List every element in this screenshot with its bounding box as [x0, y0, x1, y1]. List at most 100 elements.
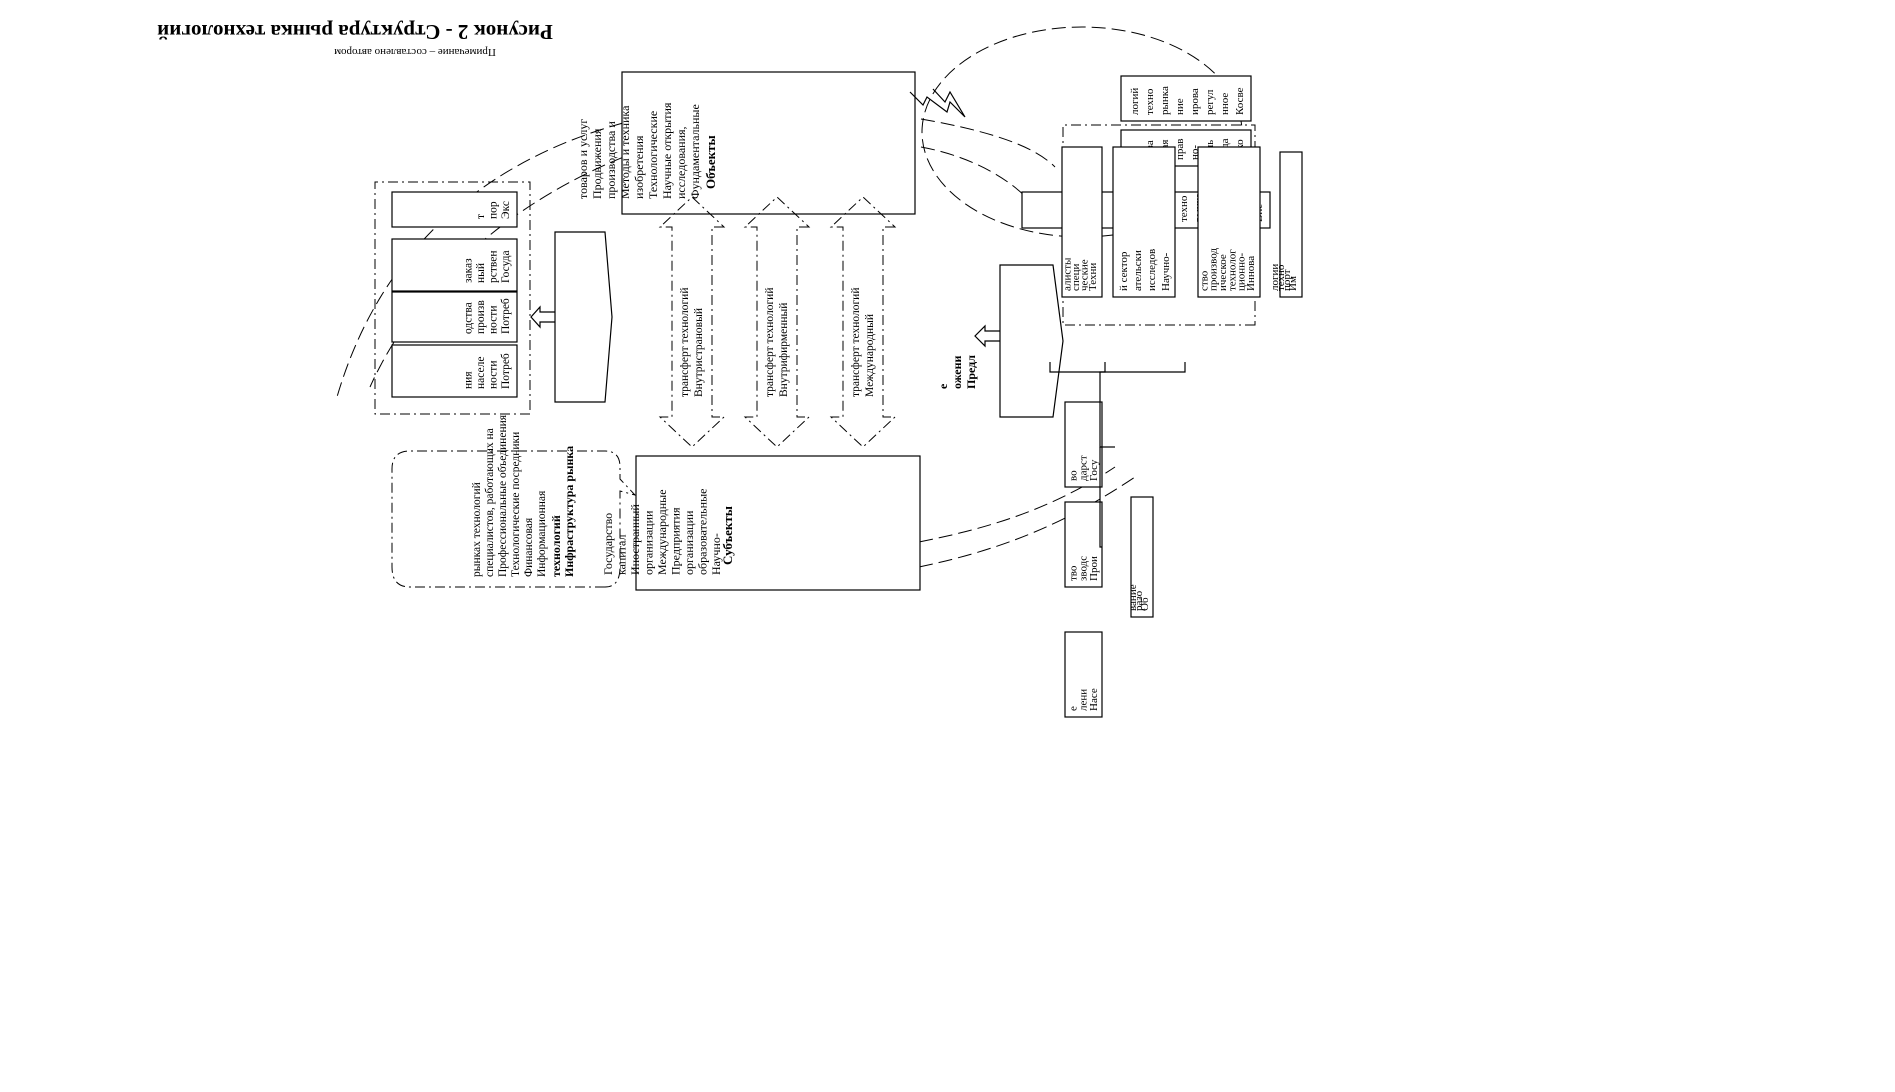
regulation-box-label: нное — [1219, 93, 1231, 115]
demand-box-label: заказ — [463, 258, 475, 283]
subjects-line: Научно- — [709, 533, 723, 575]
figure-caption: Рисунок 2 - Структура рынка технологий — [157, 20, 553, 44]
regulation-box-label: техно — [1178, 195, 1190, 222]
subjects-title: Субъекты — [720, 506, 735, 565]
infrastructure-line: Финансовая — [523, 517, 535, 577]
regulation-box-label: прав — [1174, 139, 1186, 160]
source-box-label: тво — [1067, 565, 1079, 581]
objects-line: товаров и услуг — [576, 119, 590, 199]
objects-box: ОбъектыФундаментальныеисследования,Научн… — [576, 71, 916, 215]
source-box-label: вание — [1127, 584, 1139, 611]
source-box-label: дарст — [1078, 455, 1090, 481]
regulation-box-label: Косве — [1234, 87, 1246, 115]
subjects-line: Иностранный — [628, 504, 642, 575]
source-box-label: лени — [1078, 689, 1090, 711]
subjects-line: Предприятия — [669, 507, 683, 575]
objects-line: Продвижения — [590, 128, 604, 199]
regulation-box-label: техно — [1144, 88, 1156, 115]
supply-box-label: Им — [1287, 276, 1299, 291]
objects-line: Методы и техника — [618, 105, 632, 199]
objects-line: Технологические — [646, 111, 660, 199]
subjects-line: организации — [682, 510, 696, 575]
subjects-line: капитал — [615, 535, 629, 575]
source-box-label: Об — [1139, 597, 1151, 611]
supply-box-label: алисты — [1062, 257, 1074, 291]
supply-group: ИмпорттехнологииИнновационно-технологиче… — [936, 124, 1303, 418]
supply-box-label: производ — [1208, 248, 1220, 291]
demand-box-label: произв — [475, 300, 487, 334]
regulation-box-label: ирова — [1189, 88, 1201, 115]
source-box-label: Насе — [1088, 688, 1100, 711]
transfer-label: трансферт технологий — [850, 288, 862, 397]
cycle-arc-top-right-inner — [920, 146, 1036, 208]
supply-box-label: порт — [1281, 269, 1293, 291]
demand-box-label: Экс — [500, 201, 512, 219]
objects-line: производства и — [604, 121, 618, 199]
source-box-label: Прои — [1088, 556, 1100, 581]
infrastructure-line: специалистов, работающих на — [484, 428, 496, 577]
source-box-label: Госу — [1088, 459, 1100, 481]
supply-box-label: Техни — [1087, 263, 1099, 291]
source-box-label: во — [1067, 470, 1079, 481]
sources-connectors — [1049, 362, 1186, 548]
infrastructure-line: рынках технологий — [471, 482, 483, 577]
regulation-zigzag-arrow — [909, 88, 966, 118]
supply-box-label: технолог — [1226, 249, 1238, 291]
supply-pentagon-label: ожени — [950, 356, 964, 389]
infrastructure-box: Инфраструктура рынкатехнологийИнформацио… — [391, 414, 637, 588]
objects-line: изобретения — [632, 135, 646, 199]
demand-box-label: Потреб — [500, 353, 512, 389]
infrastructure-line: Информационная — [536, 490, 548, 577]
infrastructure-title: технологий — [549, 515, 563, 577]
demand-arrow — [530, 305, 555, 329]
demand-pentagon — [554, 231, 613, 403]
infrastructure-line: Технологические посредники — [510, 432, 522, 577]
demand-box-label: ности — [488, 306, 500, 334]
supply-box-label: Научно- — [1160, 252, 1172, 291]
demand-box-label: одства — [463, 302, 475, 334]
supply-arrow — [974, 324, 1000, 348]
cycle-arc-top-right — [920, 118, 1056, 168]
supply-pentagon-label: е — [936, 383, 950, 389]
demand-box-label: ности — [488, 361, 500, 389]
source-box-label: е — [1067, 706, 1079, 711]
objects-title: Объекты — [703, 135, 718, 189]
regulation-box-label: логий — [1129, 88, 1141, 115]
demand-box-label: Госуда — [500, 250, 512, 283]
supply-box-label: техно — [1275, 264, 1287, 291]
supply-box-label: й сектор — [1118, 251, 1130, 291]
transfer-label: Международный — [864, 314, 876, 397]
source-box: Государство — [1064, 401, 1103, 488]
regulation-box-label: регул — [1204, 89, 1216, 115]
demand-box-label: пор — [488, 201, 500, 219]
figure-note: Примечание – составлено автором — [334, 46, 496, 58]
supply-box-label: исследов — [1146, 249, 1158, 291]
subjects-box: СубъектыНаучно-образовательныеорганизаци… — [601, 455, 921, 591]
supply-pentagon — [999, 264, 1064, 418]
demand-box-label: т — [475, 214, 487, 219]
transfer-label: Внутрифирменный — [778, 303, 790, 397]
supply-box-label: ционно- — [1236, 252, 1248, 291]
cycle-arc-bottom-right-inner — [918, 476, 1136, 568]
supply-box-label: Иннова — [1245, 256, 1257, 291]
transfer-label: трансферт технологий — [679, 288, 691, 397]
demand-box-label: рствен — [488, 250, 500, 283]
infrastructure-title: Инфраструктура рынка — [562, 446, 576, 577]
subjects-line: образовательные — [696, 489, 710, 575]
objects-line: исследования, — [674, 126, 688, 199]
